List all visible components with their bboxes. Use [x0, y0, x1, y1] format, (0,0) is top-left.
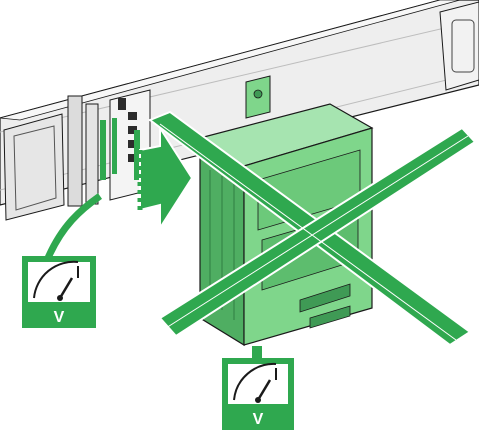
voltmeter-left: V: [22, 193, 103, 328]
voltmeter-bottom-label: V: [253, 411, 264, 428]
voltmeter-left-label: V: [54, 309, 65, 326]
cross-mark: [147, 110, 477, 347]
voltmeter-bottom: V: [222, 346, 294, 430]
insertion-arrow: [137, 124, 194, 232]
